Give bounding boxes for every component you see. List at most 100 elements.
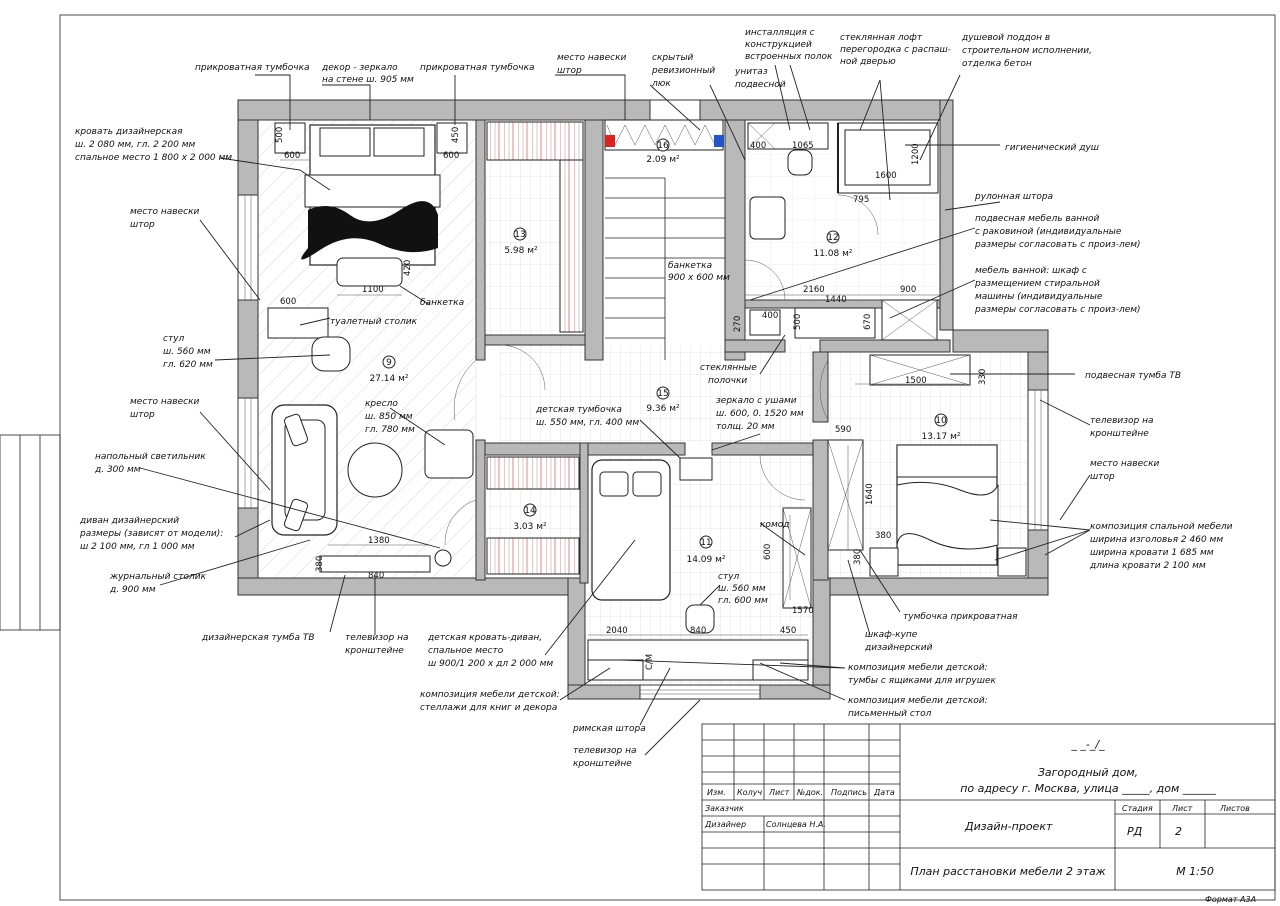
wardrobe-14 bbox=[486, 456, 580, 575]
label-hygienic-shower: гигиенический душ bbox=[1005, 143, 1099, 153]
label-bedroom-set-2: ширина изголовья 2 460 мм bbox=[1090, 535, 1223, 545]
label-bench-bedroom: банкетка bbox=[420, 298, 464, 308]
label-kids-furn2-2: стеллажи для книг и декора bbox=[420, 703, 557, 713]
dim-text: 1600 bbox=[875, 171, 897, 181]
room-area-16: 2.09 м² bbox=[646, 155, 680, 165]
label-shower-tray-3: отделка бетон bbox=[962, 59, 1032, 69]
label-tv-right-1: телевизор на bbox=[1090, 416, 1154, 426]
room-no-9: 9 bbox=[386, 358, 392, 368]
label-kids-furn3-1: композиция мебели детской: bbox=[848, 696, 988, 706]
label-bench-center-1: банкетка bbox=[668, 261, 712, 271]
doors bbox=[444, 194, 879, 546]
label-curtain-left1-2: штор bbox=[130, 220, 155, 230]
label-bedside-right: прикроватная тумбочка bbox=[420, 63, 535, 73]
label-hatch-3: люк bbox=[651, 79, 671, 89]
label-dresser: комод bbox=[760, 520, 789, 530]
label-sofa-3: ш 2 100 мм, гл 1 000 мм bbox=[80, 542, 195, 552]
left-stamp bbox=[0, 434, 61, 631]
label-bath-wardrobe-1: мебель ванной: шкаф с bbox=[975, 266, 1087, 276]
label-tv-left-1: телевизор на bbox=[345, 633, 409, 643]
room-marker-10 bbox=[934, 413, 948, 427]
label-roller-blind: рулонная штора bbox=[974, 192, 1053, 202]
tb-scale: М 1:50 bbox=[1176, 865, 1214, 878]
room-area-15: 9.36 м² bbox=[646, 404, 680, 414]
label-curtain-top-2: штор bbox=[557, 66, 582, 76]
title-block: _ _-_/_ Загородный дом, по адресу г. Мос… bbox=[701, 723, 1276, 904]
dim-text: 670 bbox=[863, 314, 873, 330]
label-bedroom-set-3: ширина кровати 1 685 мм bbox=[1090, 548, 1214, 558]
label-kids-nightstand-1: детская тумбочка bbox=[535, 405, 622, 415]
tb-header-3: №док. bbox=[796, 788, 823, 797]
tb-header-0: Изм. bbox=[707, 788, 726, 797]
tb-customer-label: Заказчик bbox=[705, 804, 744, 813]
dim-text: 380 bbox=[853, 549, 863, 565]
room-no-12: 12 bbox=[827, 233, 838, 243]
dim-text: 330 bbox=[978, 369, 988, 385]
label-curtain-top-1: место навески bbox=[557, 53, 627, 63]
dim-text: 1570 bbox=[792, 606, 814, 616]
dim-text: 590 bbox=[835, 425, 851, 435]
room-no-11: 11 bbox=[700, 538, 711, 548]
room-marker-14 bbox=[523, 503, 537, 517]
room-marker-13 bbox=[513, 227, 527, 241]
dressing-table bbox=[267, 307, 329, 339]
label-curtain-right-1: место навески bbox=[1090, 459, 1160, 469]
dim-text: С/М bbox=[645, 654, 655, 670]
dim-text: 1380 bbox=[368, 536, 390, 546]
dim-text: 1640 bbox=[865, 483, 875, 505]
sofa bbox=[271, 404, 338, 536]
label-kids-bed-3: ш 900/1 200 х дл 2 000 мм bbox=[428, 659, 553, 669]
dim-text: 2040 bbox=[606, 626, 628, 636]
label-kids-furn2-1: композиция мебели детской: bbox=[420, 690, 560, 700]
label-chair-kids-1: стул bbox=[718, 572, 740, 582]
label-chair-left-2: ш. 560 мм bbox=[163, 347, 211, 357]
dim-text: 600 bbox=[763, 544, 773, 560]
label-installation-1: инсталляция с bbox=[745, 28, 815, 38]
tb-project-2: по адресу г. Москва, улица _____, дом __… bbox=[960, 782, 1216, 795]
tb-format: Формат А3А bbox=[1205, 895, 1256, 904]
dim-text: 1065 bbox=[792, 141, 814, 151]
dim-text: 450 bbox=[451, 127, 461, 143]
label-wardrobe-coupe-1: шкаф-купе bbox=[865, 630, 918, 640]
label-chair-kids-2: ш. 560 мм bbox=[718, 584, 766, 594]
tv-stand bbox=[319, 555, 431, 573]
label-dressing-table: туалетный столик bbox=[330, 317, 418, 327]
room-marker-11 bbox=[699, 535, 713, 549]
label-roman-blind: римская штора bbox=[572, 724, 646, 734]
dim-text: 840 bbox=[368, 571, 384, 581]
label-shower-tray-1: душевой поддон в bbox=[961, 33, 1050, 43]
label-coffee-table-2: д. 900 мм bbox=[109, 585, 156, 595]
coffee-table bbox=[347, 442, 403, 498]
label-curtain-left1-1: место навески bbox=[130, 207, 200, 217]
label-glass-loft-2: перегородка с распаш- bbox=[840, 45, 951, 55]
kids-room-furniture bbox=[587, 457, 812, 681]
label-bed-1: кровать дизайнерская bbox=[75, 127, 183, 137]
room-no-13: 13 bbox=[514, 230, 525, 240]
tb-header-5: Дата bbox=[873, 788, 895, 797]
label-mirror-ears-2: ш. 600, 0. 1520 мм bbox=[716, 409, 804, 419]
label-tv-stand-hang: подвесная тумба ТВ bbox=[1085, 371, 1181, 381]
label-bench-center-2: 900 х 600 мм bbox=[668, 273, 730, 283]
dim-text: 270 bbox=[733, 316, 743, 332]
label-glass-loft-3: ной дверью bbox=[840, 57, 896, 67]
bedroom-10-furniture bbox=[827, 354, 1027, 577]
room-area-10: 13.17 м² bbox=[921, 432, 960, 442]
room-area-13: 5.98 м² bbox=[504, 246, 538, 256]
label-tv-bottom-1: телевизор на bbox=[573, 746, 637, 756]
label-sofa-2: размеры (зависят от модели): bbox=[79, 529, 223, 539]
dim-text: 380 bbox=[875, 531, 891, 541]
label-bedside-left: прикроватная тумбочка bbox=[195, 63, 310, 73]
label-mirror-1: декор - зеркало bbox=[321, 63, 398, 73]
dim-text: 2160 bbox=[803, 285, 825, 295]
label-tv-right-2: кронштейне bbox=[1090, 429, 1149, 439]
tb-header-4: Подпись bbox=[831, 788, 867, 797]
label-curtain-right-2: штор bbox=[1090, 472, 1115, 482]
tb-code: _ _-_/_ bbox=[1070, 738, 1105, 751]
label-hatch-2: ревизионный bbox=[651, 66, 715, 76]
wardrobe-13 bbox=[486, 121, 584, 333]
label-armchair-1: кресло bbox=[365, 399, 398, 409]
dim-text: 1100 bbox=[362, 285, 384, 295]
label-armchair-2: ш. 850 мм bbox=[365, 412, 413, 422]
room-area-9: 27.14 м² bbox=[369, 374, 408, 384]
